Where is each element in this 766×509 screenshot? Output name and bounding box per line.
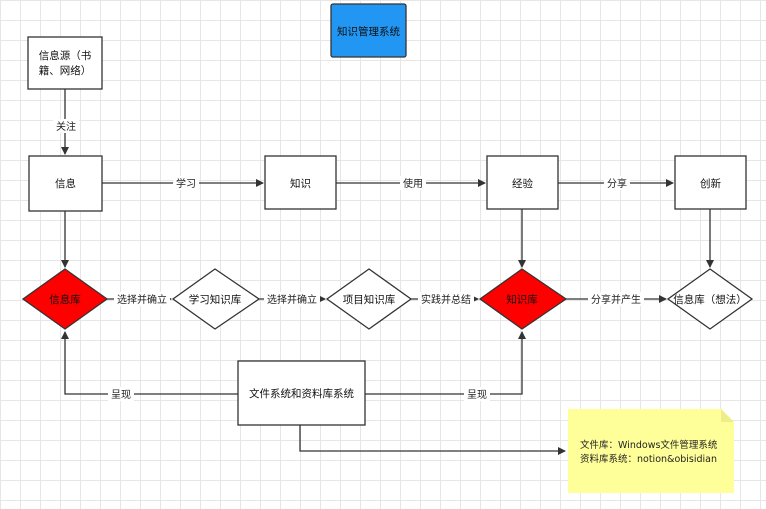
node-innovation[interactable]: 创新 xyxy=(674,155,747,210)
edge-label-share: 分享 xyxy=(607,177,627,190)
edge-fs-to-note xyxy=(299,425,566,455)
note-line1: 文件库：Windows文件管理系统 xyxy=(580,439,718,451)
node-project-kb-label: 项目知识库 xyxy=(343,293,396,306)
node-learning-kb[interactable]: 学习知识库 xyxy=(171,268,261,330)
node-idea-db[interactable]: 信息库（想法） xyxy=(666,268,754,330)
node-idea-db-label: 信息库（想法） xyxy=(673,293,747,306)
node-fs-system-label: 文件系统和资料库系统 xyxy=(249,387,354,400)
edges xyxy=(61,89,714,455)
title-text: 知识管理系统 xyxy=(337,25,400,38)
edge-label-select-establish-2: 选择并确立 xyxy=(267,293,317,306)
node-info-db-label: 信息库 xyxy=(49,293,81,306)
node-info[interactable]: 信息 xyxy=(28,155,103,212)
edge-fs-to-kb xyxy=(365,331,526,395)
edge-label-attend: 关注 xyxy=(56,120,76,133)
node-kb-label: 知识库 xyxy=(506,293,538,306)
node-knowledge-label: 知识 xyxy=(290,177,311,190)
edge-label-share-produce: 分享并产生 xyxy=(591,293,641,306)
note-line2: 资料库系统：notion&obisidian xyxy=(580,453,717,465)
node-knowledge[interactable]: 知识 xyxy=(264,155,337,210)
node-source-line1: 信息源（书 xyxy=(39,49,92,62)
edge-label-select-establish-1: 选择并确立 xyxy=(117,293,167,306)
edge-label-practice-summarize: 实践并总结 xyxy=(421,293,471,306)
edge-label-use: 使用 xyxy=(403,177,423,190)
node-kb[interactable]: 知识库 xyxy=(478,268,568,330)
node-learning-kb-label: 学习知识库 xyxy=(189,293,242,306)
title-node[interactable]: 知识管理系统 xyxy=(330,3,407,58)
edge-labels: 关注 学习 使用 分享 选择并确立 选择并确立 实践并总结 分享并产生 呈现 呈… xyxy=(53,119,644,401)
edge-fs-to-infodb xyxy=(61,331,238,395)
node-info-label: 信息 xyxy=(55,177,76,190)
node-info-db[interactable]: 信息库 xyxy=(21,268,109,330)
node-project-kb[interactable]: 项目知识库 xyxy=(325,268,413,330)
node-fs-system[interactable]: 文件系统和资料库系统 xyxy=(237,360,366,426)
node-experience-label: 经验 xyxy=(512,177,533,190)
sticky-note[interactable]: 文件库：Windows文件管理系统 资料库系统：notion&obisidian xyxy=(568,409,734,493)
node-experience[interactable]: 经验 xyxy=(486,155,559,210)
edge-label-learn: 学习 xyxy=(176,177,196,190)
node-innovation-label: 创新 xyxy=(700,177,721,190)
edge-label-present-right: 呈现 xyxy=(467,389,487,401)
node-source-line2: 籍、网络） xyxy=(39,64,92,77)
edge-label-present-left: 呈现 xyxy=(111,389,131,401)
node-source[interactable]: 信息源（书 籍、网络） xyxy=(27,36,103,90)
